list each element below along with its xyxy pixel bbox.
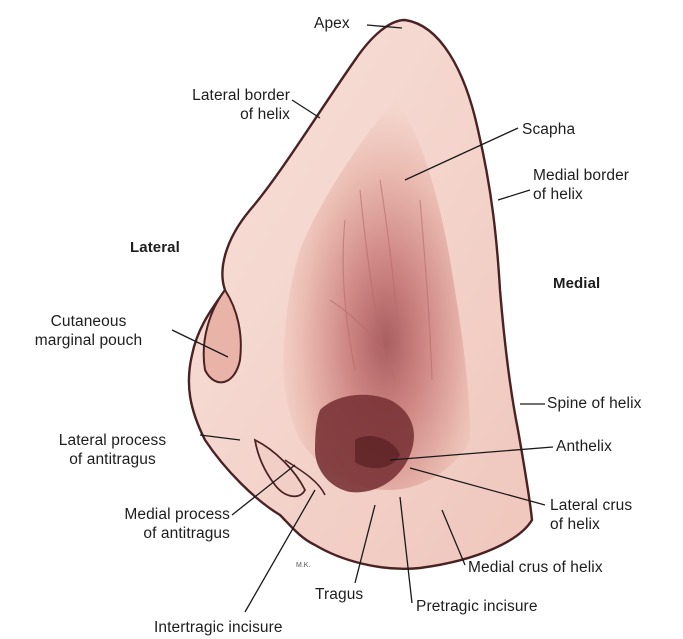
label-lateral-crus: Lateral crus of helix bbox=[550, 496, 632, 534]
artist-signature: M.K. bbox=[296, 562, 310, 569]
label-lateral-border: Lateral border of helix bbox=[140, 86, 290, 124]
label-lateral-side: Lateral bbox=[130, 238, 180, 257]
label-medial-process: Medial process of antitragus bbox=[70, 505, 230, 543]
label-medial-side: Medial bbox=[553, 274, 600, 293]
label-medial-crus: Medial crus of helix bbox=[468, 558, 603, 577]
label-lateral-process: Lateral process of antitragus bbox=[30, 431, 195, 469]
label-tragus: Tragus bbox=[315, 585, 363, 604]
label-medial-border: Medial border of helix bbox=[533, 166, 629, 204]
label-intertragic-incisure: Intertragic incisure bbox=[154, 618, 283, 637]
label-pretragic-incisure: Pretragic incisure bbox=[416, 597, 538, 616]
label-cutaneous-pouch: Cutaneous marginal pouch bbox=[6, 312, 171, 350]
label-spine-of-helix: Spine of helix bbox=[547, 394, 641, 413]
label-scapha: Scapha bbox=[522, 120, 575, 139]
label-anthelix: Anthelix bbox=[556, 437, 612, 456]
label-apex: Apex bbox=[314, 14, 350, 33]
